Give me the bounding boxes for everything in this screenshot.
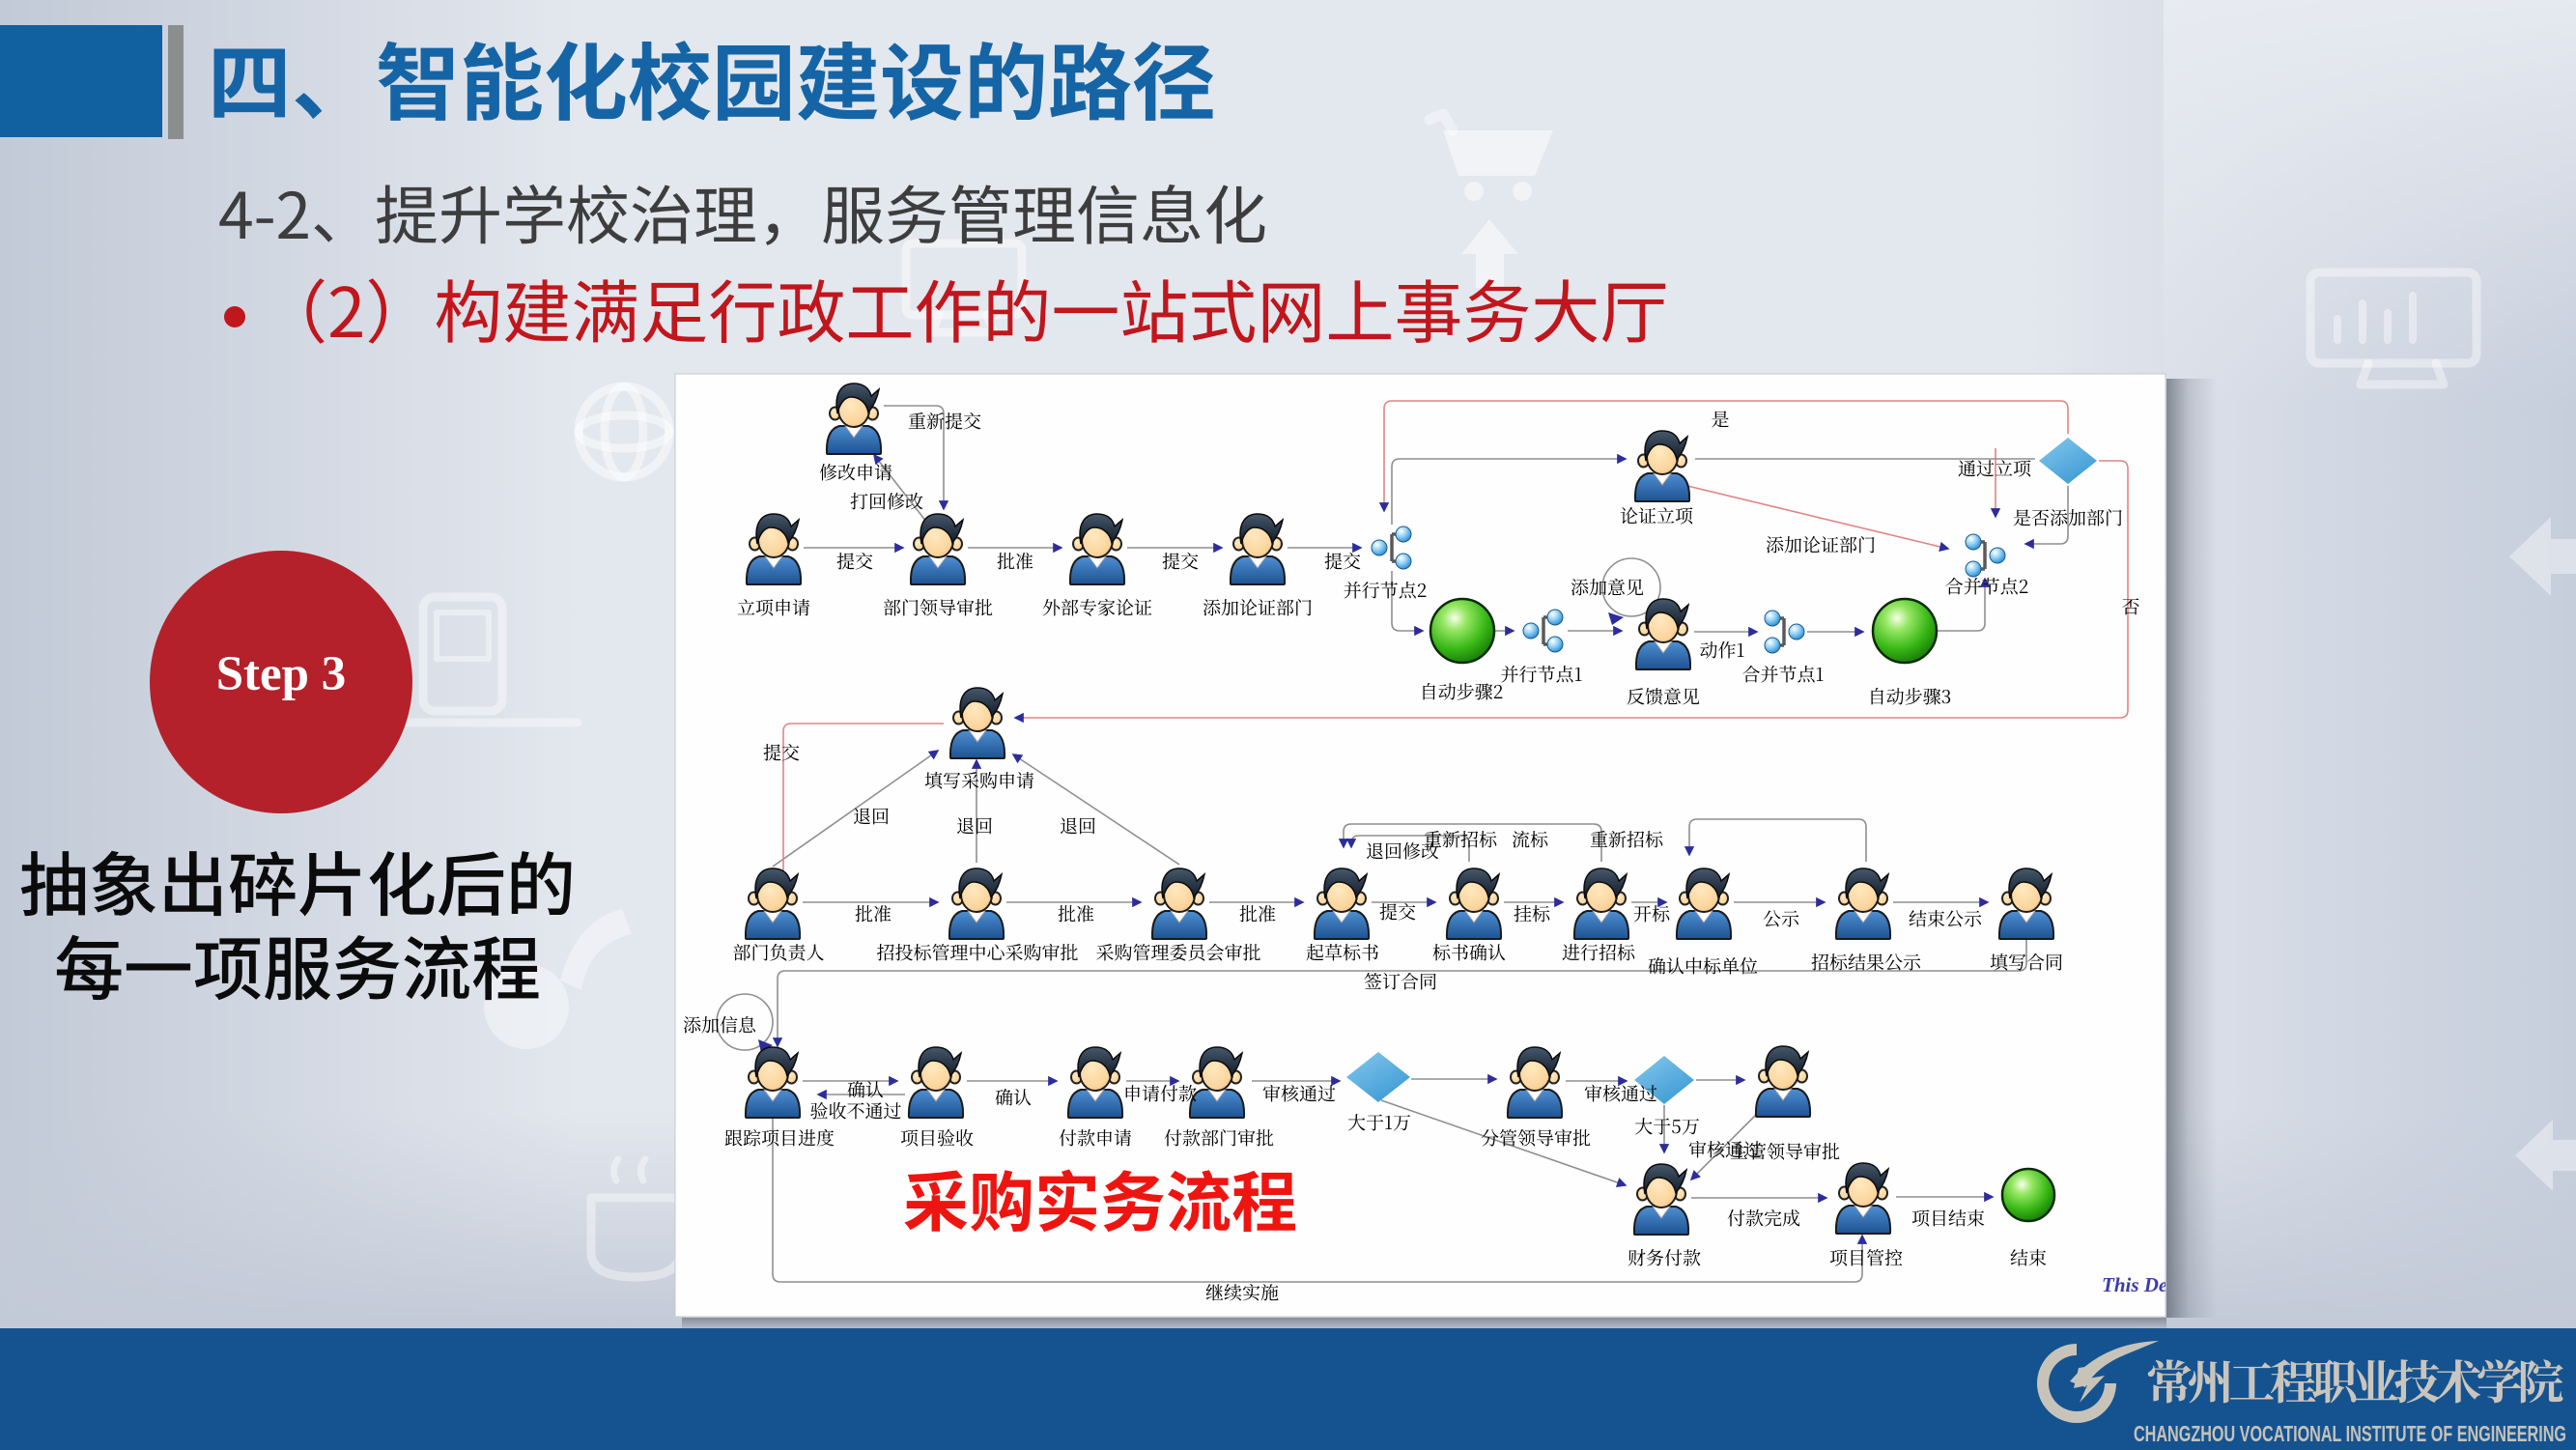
svg-text:This Developer: This Developer (2102, 1273, 2229, 1296)
svg-text:Step 3: Step 3 (216, 647, 347, 701)
svg-text:CHANGZHOU VOCATIONAL INSTITUTE: CHANGZHOU VOCATIONAL INSTITUTE OF ENGINE… (2134, 1421, 2566, 1446)
